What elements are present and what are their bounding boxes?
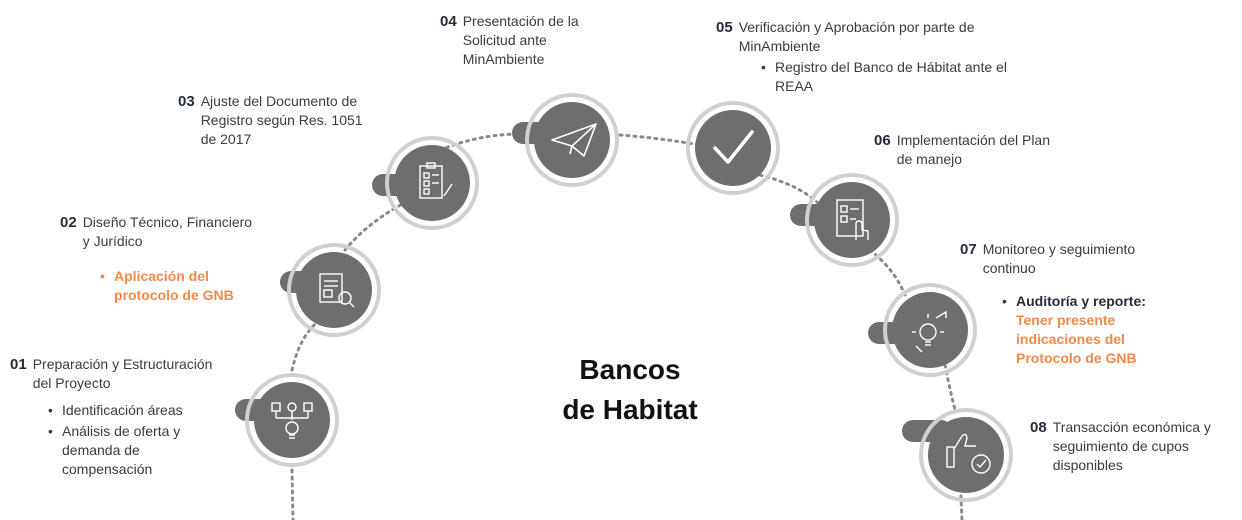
bullet-item: Identificación áreas [46, 401, 216, 420]
step-text: Transacción económica y seguimiento de c… [1052, 419, 1211, 473]
step-text: Diseño Técnico, Financiero y Jurídico [82, 214, 253, 249]
step-number: 08 [1030, 419, 1047, 436]
checklist-hand-icon [836, 199, 869, 240]
thumbs-up-icon [946, 433, 991, 474]
step-bullets: Auditoría y reporte: Tener presente indi… [1000, 292, 1170, 368]
step-05-label: 05 Verificación y Aprobación por parte d… [716, 18, 1026, 98]
step-text: Presentación de la Solicitud ante MinAmb… [462, 13, 579, 67]
audit-bullet: Auditoría y reporte: Tener presente indi… [1000, 292, 1170, 368]
audit-highlight: Tener presente indicaciones del Protocol… [1016, 312, 1137, 366]
highlight-bullet: Aplicación del protocolo de GNB [98, 267, 258, 305]
step-05-node [686, 101, 780, 195]
step-08-label: 08 Transacción económica y seguimiento d… [1030, 418, 1235, 475]
paper-plane-icon [551, 123, 597, 157]
bullet-item: Registro del Banco de Hábitat ante el RE… [759, 58, 1009, 96]
step-bullets: Registro del Banco de Hábitat ante el RE… [759, 58, 1009, 96]
dotted-connector-path [290, 132, 964, 520]
checkmark-icon [713, 130, 754, 164]
step-08-node [902, 408, 1013, 502]
diagram-title: Bancos de Habitat [535, 350, 725, 430]
title-line-1: Bancos [579, 354, 681, 385]
step-06-label: 06 Implementación del Plan de manejo [874, 131, 1074, 169]
step-number: 02 [60, 214, 77, 231]
lightbulb-arrows-icon [912, 310, 947, 353]
clipboard-checklist-icon [419, 162, 453, 199]
step-number: 01 [10, 356, 27, 373]
step-04-node [512, 93, 619, 187]
step-06-node [790, 173, 899, 267]
step-01-label: 01 Preparación y Estructuración del Proy… [10, 355, 220, 481]
step-text: Implementación del Plan de manejo [896, 132, 1050, 167]
step-02-node [280, 243, 381, 337]
step-bullets: Identificación áreas Análisis de oferta … [46, 401, 216, 479]
network-lightbulb-icon [271, 402, 313, 439]
document-magnifier-icon [319, 273, 355, 308]
step-01-node [235, 373, 339, 467]
step-number: 06 [874, 132, 891, 149]
step-number: 05 [716, 19, 733, 36]
step-text: Ajuste del Documento de Registro según R… [200, 93, 363, 147]
title-line-2: de Habitat [562, 394, 698, 425]
step-text: Preparación y Estructuración del Proyect… [32, 356, 213, 391]
step-bullets: Aplicación del protocolo de GNB [98, 267, 258, 305]
step-02-label: 02 Diseño Técnico, Financiero y Jurídico… [60, 213, 280, 307]
step-07-label: 07 Monitoreo y seguimiento continuo Audi… [960, 240, 1180, 370]
step-number: 03 [178, 93, 195, 110]
bullet-item: Análisis de oferta y demanda de compensa… [46, 422, 216, 479]
step-number: 07 [960, 241, 977, 258]
step-03-label: 03 Ajuste del Documento de Registro segú… [178, 92, 398, 149]
step-text: Verificación y Aprobación por parte de M… [738, 19, 975, 54]
step-04-label: 04 Presentación de la Solicitud ante Min… [440, 12, 640, 69]
step-number: 04 [440, 13, 457, 30]
audit-label: Auditoría y reporte: [1016, 293, 1146, 309]
step-03-node [372, 136, 479, 230]
step-text: Monitoreo y seguimiento continuo [982, 241, 1136, 276]
step-07-node [868, 283, 977, 377]
